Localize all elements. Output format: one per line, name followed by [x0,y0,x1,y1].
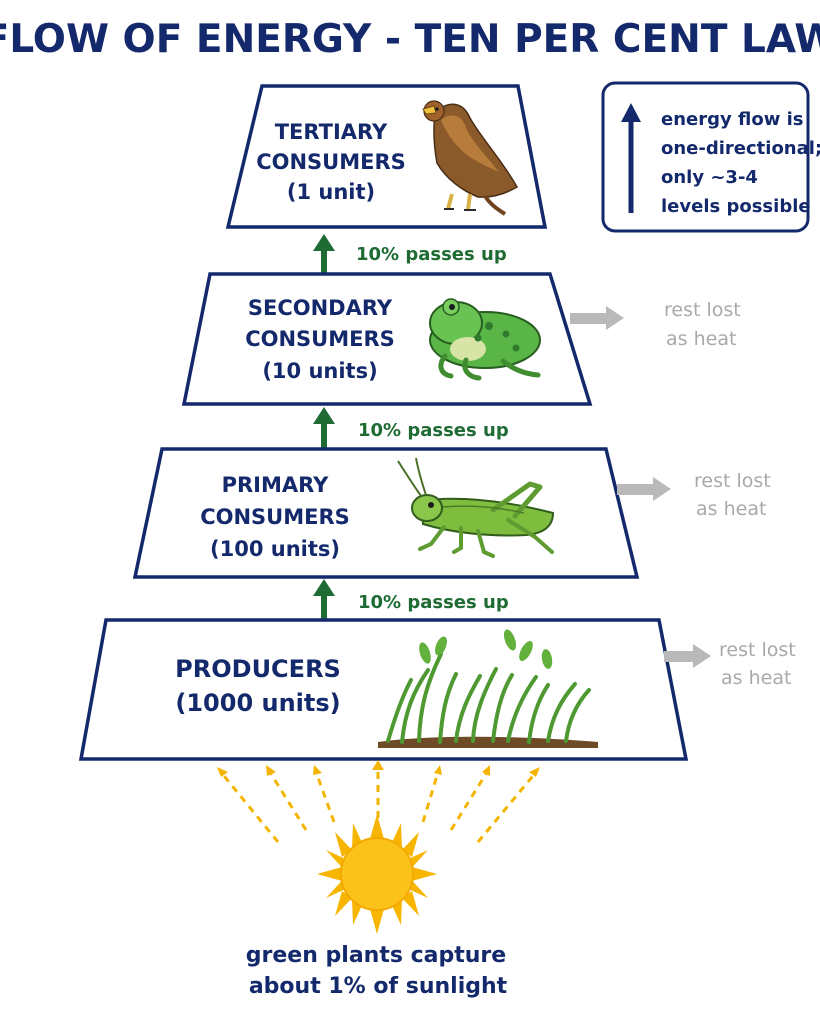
pass-label-1: 10% passes up [356,244,507,265]
secondary-units: (10 units) [262,359,377,383]
heat-loss-2-line-1: rest lost [694,470,771,492]
eagle-icon [422,100,519,216]
primary-units: (100 units) [210,537,340,561]
heat-loss-1: rest lost as heat [570,299,741,350]
pass-label-2: 10% passes up [358,420,509,441]
pass-arrow-1: 10% passes up [313,234,507,275]
sunlight-caption-line-2: about 1% of sunlight [249,974,508,999]
heat-loss-1-line-2: as heat [666,328,736,350]
level-secondary: SECONDARY CONSUMERS (10 units) [181,272,593,406]
note-line-2: one-directional; [661,138,820,159]
sun-ray-arrowheads [217,760,540,777]
sunlight-caption-line-1: green plants capture [246,943,506,968]
note-box: energy flow is one-directional; only ~3-… [601,81,820,233]
pass-arrow-3: 10% passes up [313,579,509,620]
level-producers: PRODUCERS (1000 units) [78,618,689,761]
tertiary-title-line-1: TERTIARY [275,120,388,144]
heat-loss-1-line-1: rest lost [664,299,741,321]
note-line-3: only ~3-4 [661,167,758,188]
producers-title: PRODUCERS [175,655,341,683]
sun-rays [218,766,539,843]
tertiary-title-line-2: CONSUMERS [256,150,406,174]
heat-loss-2-line-2: as heat [696,498,766,520]
heat-loss-3: rest lost as heat [664,639,796,689]
tertiary-units: (1 unit) [287,180,375,204]
up-arrow-icon [621,103,641,213]
level-tertiary: TERTIARY CONSUMERS (1 unit) [225,84,548,229]
page-title: FLOW OF ENERGY - TEN PER CENT LAW [0,17,820,62]
primary-title-line-2: CONSUMERS [200,505,350,529]
sun-icon [317,814,437,934]
grass-icon [378,629,598,748]
heat-loss-3-line-1: rest lost [719,639,796,661]
heat-loss-2: rest lost as heat [617,470,771,520]
note-line-4: levels possible [661,196,811,217]
primary-title-line-1: PRIMARY [222,473,330,497]
heat-loss-3-line-2: as heat [721,667,791,689]
pass-label-3: 10% passes up [358,592,509,613]
grasshopper-icon [397,457,555,558]
secondary-title-line-1: SECONDARY [248,296,393,320]
level-primary: PRIMARY CONSUMERS (100 units) [132,447,640,579]
pass-arrow-2: 10% passes up [313,407,509,450]
note-line-1: energy flow is [661,109,803,130]
producers-units: (1000 units) [175,689,340,717]
secondary-title-line-2: CONSUMERS [245,327,395,351]
frog-icon [429,298,541,381]
